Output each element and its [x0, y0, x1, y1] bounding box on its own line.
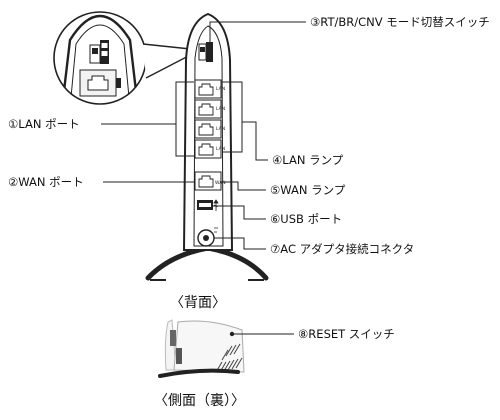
- lan-lamp-label: ④LAN ランプ: [272, 153, 344, 167]
- lan-lamp-mark: LAN: [216, 126, 225, 132]
- lan-lamp-mark: LAN: [216, 146, 225, 152]
- back-view-caption: 〈背面〉: [170, 295, 226, 311]
- router-side: [158, 319, 294, 378]
- lan-port-label: ①LAN ポート: [8, 117, 80, 131]
- lan-lamp-mark: LAN: [216, 106, 225, 112]
- ac-adapter-label: ⑦AC アダプタ接続コネクタ: [270, 242, 415, 256]
- usb-port-label: ⑥USB ポート: [270, 212, 343, 226]
- side-view-caption: 〈側面（裏）〉: [154, 393, 245, 409]
- leader-lines: [101, 21, 306, 250]
- router-back: LAN LAN LAN LAN WAN: [145, 12, 269, 281]
- lan-lamp-mark: LAN: [216, 86, 225, 92]
- reset-switch-label: ⑧RESET スイッチ: [298, 327, 395, 341]
- magnifier-inset: [53, 11, 203, 105]
- wan-lamp-mark: WAN: [215, 180, 226, 186]
- wan-lamp-label: ⑤WAN ランプ: [270, 183, 346, 197]
- mode-switch-label: ③RT/BR/CNV モード切替スイッチ: [310, 15, 490, 29]
- wan-port-label: ②WAN ポート: [8, 175, 84, 189]
